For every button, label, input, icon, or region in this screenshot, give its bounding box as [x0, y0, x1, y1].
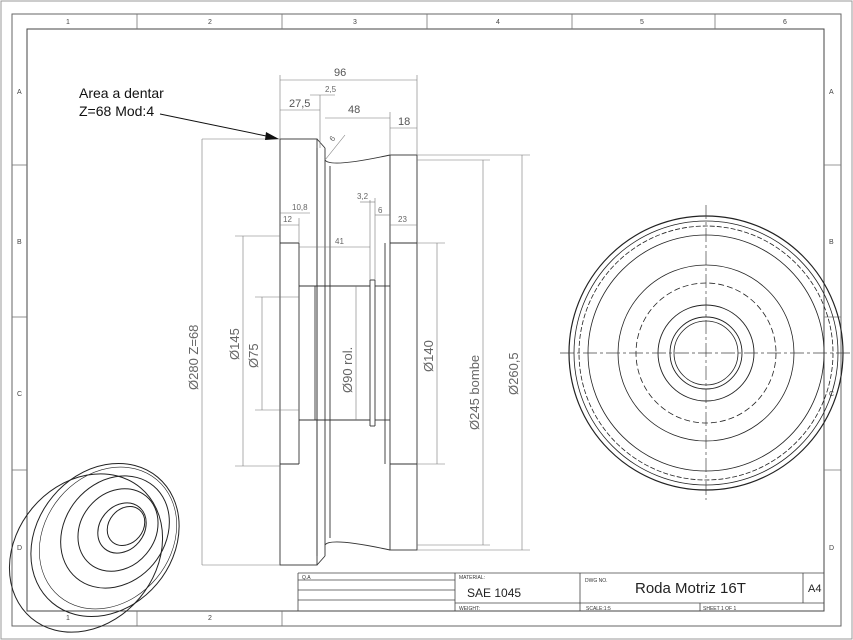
frame-border: [26, 28, 825, 612]
zone-top-3: 3: [353, 19, 357, 26]
zone-bottom-1: 1: [66, 615, 70, 622]
dim-6: 6: [328, 134, 338, 144]
zone-bottom-2: 2: [208, 615, 212, 622]
dim-dia140: Ø140: [421, 340, 436, 372]
drawing-title: Roda Motriz 16T: [635, 580, 746, 597]
sheet-label: SHEET 1 OF 1: [703, 606, 736, 612]
dimension-lines: [201, 75, 530, 566]
front-view-centerlines: [560, 205, 852, 500]
dim-6b: 6: [378, 206, 383, 215]
scale-label: SCALE:1:5: [586, 606, 611, 612]
zone-right-a: A: [829, 89, 834, 96]
dim-48: 48: [348, 104, 360, 116]
zone-top-5: 5: [640, 19, 644, 26]
zone-left-d: D: [17, 545, 22, 552]
dim-2-5: 2,5: [325, 85, 337, 94]
dim-96: 96: [334, 67, 346, 79]
zone-ticks: [12, 14, 841, 626]
dim-dia145: Ø145: [227, 328, 242, 360]
dim-dia280: Ø280 Z=68: [186, 325, 201, 390]
zone-top-4: 4: [496, 19, 500, 26]
section-view: [279, 138, 418, 566]
dim-3-2: 3,2: [357, 192, 369, 201]
callout-line2: Z=68 Mod:4: [79, 103, 154, 119]
dim-dia75: Ø75: [246, 343, 261, 368]
zone-left-b: B: [17, 239, 22, 246]
sheet-size: A4: [808, 583, 821, 595]
zone-top-2: 2: [208, 19, 212, 26]
title-block: [297, 572, 824, 611]
zone-right-d: D: [829, 545, 834, 552]
zone-left-a: A: [17, 89, 22, 96]
dim-23: 23: [398, 215, 407, 224]
inner-border: [11, 13, 842, 627]
dwg-no-label: DWG NO.: [585, 578, 608, 584]
isometric-view: [8, 462, 180, 633]
dim-dia260: Ø260,5: [506, 352, 521, 395]
dim-dia245: Ø245 bombe: [467, 355, 482, 430]
callout-leader: [159, 113, 279, 140]
qa-label: Q.A: [302, 575, 311, 581]
zone-top-6: 6: [783, 19, 787, 26]
zone-right-b: B: [829, 239, 834, 246]
callout-line1: Area a dentar: [79, 85, 164, 101]
dim-27-5: 27,5: [289, 98, 310, 110]
dim-18: 18: [398, 116, 410, 128]
dim-41: 41: [335, 237, 344, 246]
dim-10-8: 10,8: [292, 203, 308, 212]
zone-left-c: C: [17, 391, 22, 398]
zone-top-1: 1: [66, 19, 70, 26]
dim-dia90: Ø90 rol.: [340, 347, 355, 393]
material-value: SAE 1045: [467, 586, 521, 600]
material-label: MATERIAL:: [459, 575, 485, 581]
dim-12: 12: [283, 215, 292, 224]
weight-label: WEIGHT:: [459, 606, 480, 612]
